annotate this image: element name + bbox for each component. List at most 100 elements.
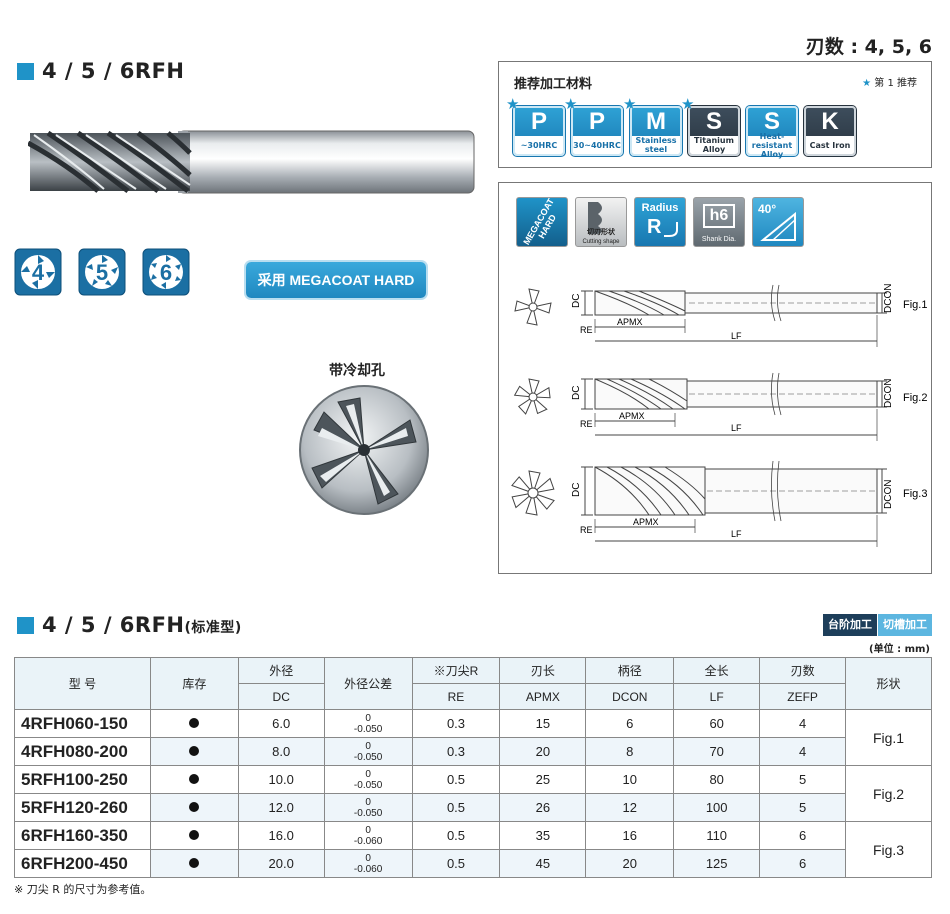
star-icon: ★ xyxy=(681,95,695,113)
dcon-cell: 10 xyxy=(585,765,675,794)
material-p-30hrc: ★ P ~30HRC xyxy=(506,97,565,156)
header-dc: DC xyxy=(237,683,325,710)
material-panel-title: 推荐加工材料 xyxy=(514,77,593,92)
tolerance-cell: 0-0.060 xyxy=(323,849,413,878)
fig2-side-view xyxy=(581,372,887,441)
dc-cell: 16.0 xyxy=(237,821,325,850)
apmx-cell: 45 xyxy=(499,849,587,878)
fig2-lf-label: LF xyxy=(731,423,742,433)
fig1-re-label: RE xyxy=(580,325,593,335)
header-shape: 形状 xyxy=(845,657,932,710)
tol-lower: -0.050 xyxy=(353,723,383,735)
helix-40-icon: 40° xyxy=(752,197,804,247)
shape-cell: Fig.1 xyxy=(845,709,932,766)
section-marker xyxy=(17,63,34,80)
material-letter: K xyxy=(821,108,839,135)
fig2-apmx-label: APMX xyxy=(619,411,645,421)
header-re-cn: ※刀尖R xyxy=(411,657,501,684)
fig1-label: Fig.1 xyxy=(903,299,927,311)
lf-cell: 100 xyxy=(673,793,761,822)
fig3-apmx-label: APMX xyxy=(633,517,659,527)
material-caption: Titanium Alloy xyxy=(690,136,738,154)
fig2-dcon-label: DCON xyxy=(883,379,894,408)
tol-upper: 0 xyxy=(365,740,371,752)
section-marker xyxy=(17,617,34,634)
tolerance-cell: 0-0.050 xyxy=(323,765,413,794)
re-cell: 0.3 xyxy=(411,709,501,738)
in-stock-icon xyxy=(189,718,200,728)
model-cell: 5RFH100-250 xyxy=(14,765,151,794)
cutting-shape-icon: 切刃形状 Cutting shape xyxy=(575,197,627,247)
lf-cell: 110 xyxy=(673,821,761,850)
tol-lower: -0.050 xyxy=(353,807,383,819)
stock-cell xyxy=(149,709,239,738)
flute-5-icon: 5 xyxy=(78,248,126,296)
tol-lower: -0.060 xyxy=(353,835,383,847)
stock-cell xyxy=(149,793,239,822)
header-tolerance: 外径公差 xyxy=(323,657,413,710)
flute-6-icon: 6 xyxy=(142,248,190,296)
zefp-cell: 6 xyxy=(759,849,847,878)
tol-upper: 0 xyxy=(365,824,371,836)
megacoat-label: 采用 MEGACOAT HARD xyxy=(257,272,415,288)
header-zefp: ZEFP xyxy=(759,683,847,710)
material-m-stainless: ★ M Stainless steel xyxy=(623,97,682,156)
lf-cell: 125 xyxy=(673,849,761,878)
header-re: RE xyxy=(411,683,501,710)
table-title-sub: (标准型) xyxy=(184,620,242,636)
fig3-dc-label: DC xyxy=(571,483,582,497)
table-row: 6RFH160-350 16.0 0-0.060 0.5 35 16 110 6… xyxy=(14,821,932,878)
fig1-dc-label: DC xyxy=(571,294,582,308)
model-cell: 4RFH080-200 xyxy=(14,737,151,766)
h6-caption: Shank Dia. xyxy=(701,236,737,243)
fig2-end-view xyxy=(513,378,551,415)
star-icon: ★ xyxy=(564,95,578,113)
tolerance-cell: 0-0.060 xyxy=(323,821,413,850)
in-stock-icon xyxy=(189,746,200,756)
header-dc-cn: 外径 xyxy=(237,657,325,684)
apmx-cell: 25 xyxy=(499,765,587,794)
fig3-re-label: RE xyxy=(580,525,593,535)
tol-upper: 0 xyxy=(365,768,371,780)
material-letter: S xyxy=(705,108,722,135)
stock-cell xyxy=(149,821,239,850)
material-s-heat-resistant: S Heat-resistant Alloy xyxy=(746,106,798,159)
material-letter: S xyxy=(763,108,780,135)
material-panel: 推荐加工材料 ★ 第 1 推荐 ★ P ~30HRC ★ P 30~40HRC … xyxy=(498,61,932,168)
header-dcon: DCON xyxy=(585,683,675,710)
product-title: 4 / 5 / 6RFH xyxy=(42,59,185,83)
spec-table: 型 号 库存 外径 外径公差 ※刀尖R 刃长 柄径 全长 刃数 形状 DC RE… xyxy=(14,657,932,878)
h6-label: h6 xyxy=(703,204,735,228)
tol-lower: -0.060 xyxy=(353,863,383,875)
header-apmx: APMX xyxy=(499,683,587,710)
radius-label: Radius xyxy=(641,202,679,214)
material-caption: Heat-resistant Alloy xyxy=(748,132,796,159)
dc-cell: 20.0 xyxy=(237,849,325,878)
model-cell: 4RFH060-150 xyxy=(14,709,151,738)
first-recommend-label: 第 1 推荐 xyxy=(874,78,917,89)
dcon-cell: 20 xyxy=(585,849,675,878)
coolant-label: 带冷却孔 xyxy=(329,363,385,379)
end-mill-image xyxy=(28,130,475,194)
fig1-dcon-label: DCON xyxy=(883,284,894,313)
fig2-label: Fig.2 xyxy=(903,392,927,404)
zefp-cell: 5 xyxy=(759,793,847,822)
header-apmx-cn: 刃长 xyxy=(499,657,587,684)
in-stock-icon xyxy=(189,858,200,868)
lf-cell: 70 xyxy=(673,737,761,766)
apmx-cell: 20 xyxy=(499,737,587,766)
header-model: 型 号 xyxy=(14,657,151,710)
tolerance-cell: 0-0.050 xyxy=(323,737,413,766)
dc-cell: 8.0 xyxy=(237,737,325,766)
fig3-end-view xyxy=(511,470,555,516)
zefp-cell: 5 xyxy=(759,765,847,794)
figure-panel: MEGACOAT HARD 切刃形状 Cutting shape Radius … xyxy=(498,182,932,574)
stock-cell xyxy=(149,765,239,794)
in-stock-icon xyxy=(189,802,200,812)
fig3-label: Fig.3 xyxy=(903,488,927,500)
re-cell: 0.3 xyxy=(411,737,501,766)
star-icon: ★ xyxy=(623,95,637,113)
radius-letter: R xyxy=(647,216,662,238)
material-caption: Cast Iron xyxy=(806,136,854,154)
step-machining-tag: 台阶加工 xyxy=(823,614,877,636)
